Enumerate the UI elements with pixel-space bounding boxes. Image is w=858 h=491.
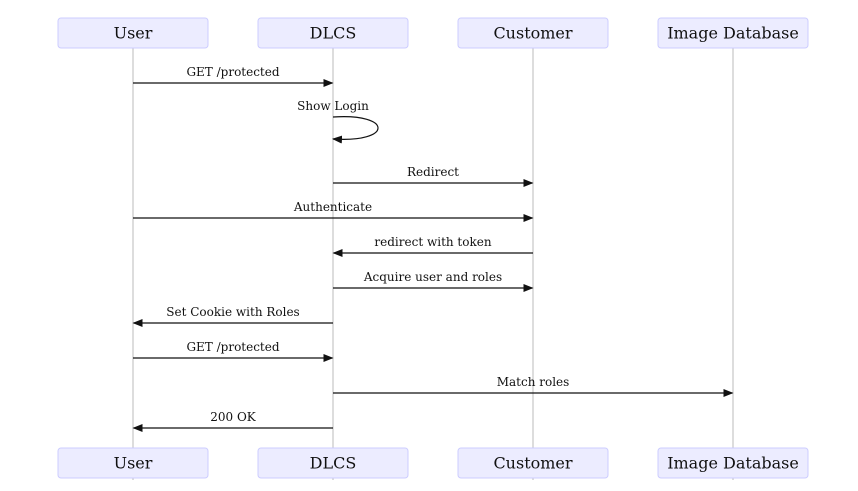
actor-box [257, 17, 409, 49]
actor-label: Customer [493, 24, 572, 43]
actors-bottom: User DLCS Customer Image Database [57, 447, 809, 479]
actor-box [657, 17, 809, 49]
message-label: GET /protected [186, 65, 279, 79]
actor-label: Customer [493, 454, 572, 473]
lifelines [132, 48, 734, 480]
actor-label: Image Database [667, 24, 799, 43]
actor-imagedb-top: Image Database [657, 17, 809, 49]
actor-box [457, 17, 609, 49]
self-message-arrow [332, 116, 379, 144]
message-label: Redirect [407, 165, 459, 179]
message-label: Show Login [297, 99, 369, 113]
message-4: Authenticate [133, 200, 534, 222]
message-10: 200 OK [132, 410, 333, 432]
message-label: GET /protected [186, 340, 279, 354]
actor-imagedb-bottom: Image Database [657, 447, 809, 479]
actor-box [57, 447, 209, 479]
actor-dlcs-top: DLCS [257, 17, 409, 49]
actor-customer-bottom: Customer [457, 447, 609, 479]
actor-label: User [114, 24, 153, 43]
message-6: Acquire user and roles [333, 270, 534, 292]
actor-user-bottom: User [57, 447, 209, 479]
message-label: Acquire user and roles [363, 270, 502, 284]
actor-label: Image Database [667, 454, 799, 473]
message-label: 200 OK [210, 410, 257, 424]
actors-top: User DLCS Customer Image Database [57, 17, 809, 49]
message-3: Redirect [333, 165, 534, 187]
message-9: Match roles [333, 375, 734, 397]
message-8: GET /protected [133, 340, 334, 362]
message-7: Set Cookie with Roles [132, 305, 333, 327]
message-label: Set Cookie with Roles [166, 305, 299, 319]
message-label: Authenticate [293, 200, 372, 214]
actor-box [457, 447, 609, 479]
actor-dlcs-bottom: DLCS [257, 447, 409, 479]
message-label: redirect with token [374, 235, 491, 249]
actor-label: DLCS [310, 24, 357, 43]
actor-user-top: User [57, 17, 209, 49]
message-5: redirect with token [332, 235, 533, 257]
actor-box [257, 447, 409, 479]
actor-box [657, 447, 809, 479]
message-label: Match roles [497, 375, 570, 389]
message-2: Show Login [297, 99, 379, 144]
actor-box [57, 17, 209, 49]
actor-label: DLCS [310, 454, 357, 473]
actor-customer-top: Customer [457, 17, 609, 49]
message-1: GET /protected [133, 65, 334, 87]
actor-label: User [114, 454, 153, 473]
